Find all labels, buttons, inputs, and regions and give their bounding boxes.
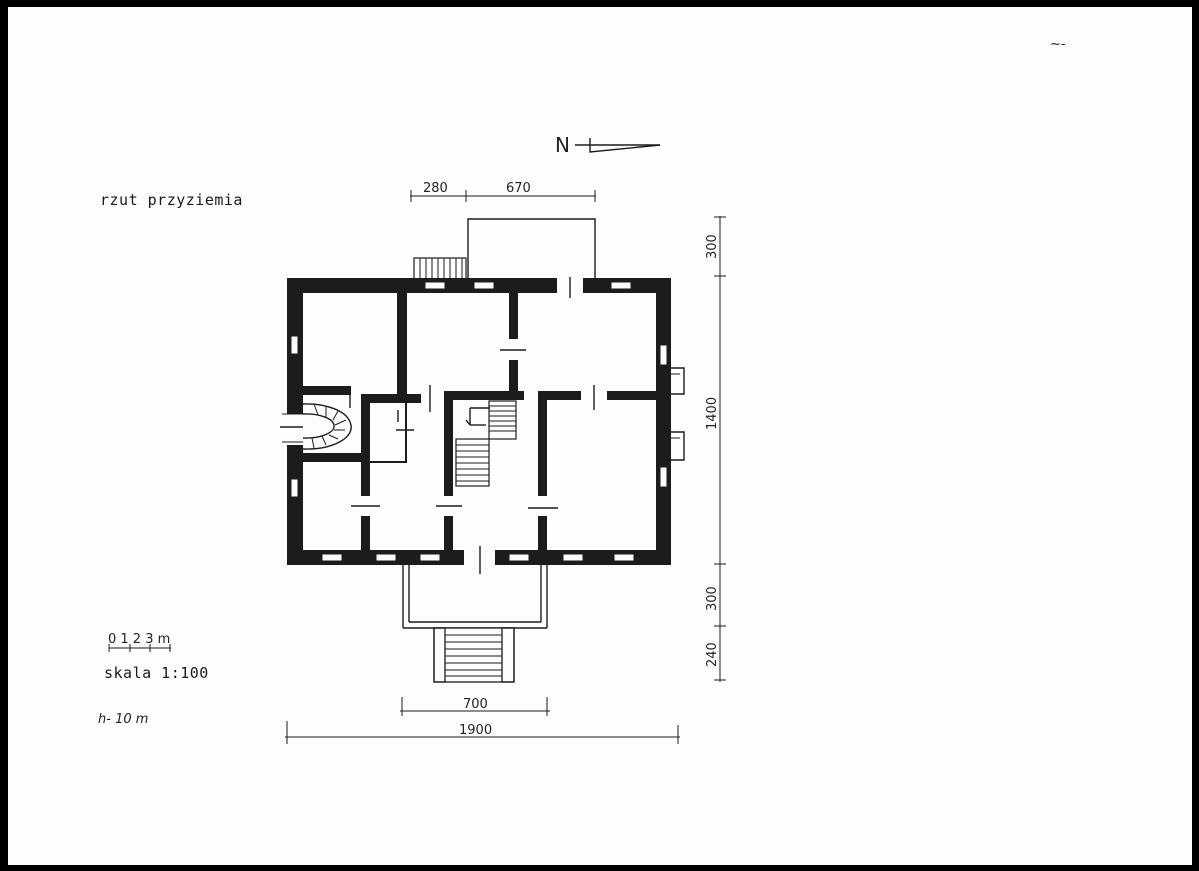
annex-outline — [467, 218, 596, 278]
main-stair — [455, 400, 517, 487]
dim-300-top: 300 — [705, 234, 720, 259]
windows — [290, 281, 668, 562]
north-letter: N — [555, 133, 570, 157]
rear-stair — [413, 257, 467, 280]
exterior-walls — [287, 278, 671, 565]
entrance-steps — [433, 627, 515, 683]
scale-bar-label: 0 1 2 3 m — [108, 632, 170, 647]
north-arrow-head — [589, 138, 661, 153]
dim-1900: 1900 — [459, 723, 492, 738]
dim-240: 240 — [705, 642, 720, 667]
dim-700: 700 — [463, 697, 488, 712]
dim-1400: 1400 — [705, 397, 720, 430]
scale-bar: 0 1 2 3 m — [108, 632, 171, 652]
dim-280: 280 — [423, 181, 448, 196]
dimension-bottom: 700 1900 — [285, 697, 680, 744]
spiral-stair — [280, 403, 352, 450]
dim-300-porch: 300 — [705, 586, 720, 611]
scale-text: skala 1:100 — [104, 664, 209, 682]
interior-walls — [303, 278, 656, 550]
drawing-sheet — [8, 7, 1192, 865]
dimension-top: 280 670 — [410, 181, 596, 202]
corner-mark: ~- — [1050, 37, 1066, 52]
dimension-right: 300 1400 300 240 — [705, 216, 726, 682]
height-note: h- 10 m — [98, 712, 148, 727]
door-marks — [349, 277, 595, 574]
plan-title: rzut przyziemia — [100, 191, 243, 209]
north-arrow: N — [555, 133, 661, 157]
porch — [402, 565, 548, 629]
bay-windows — [671, 367, 685, 461]
dim-670: 670 — [506, 181, 531, 196]
